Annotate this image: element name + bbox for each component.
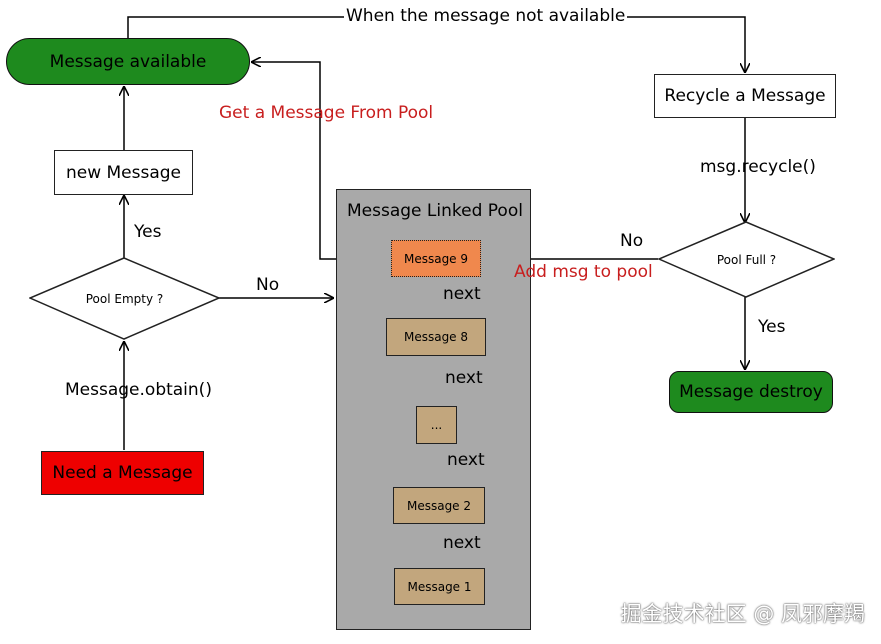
yes-right-label: Yes [758, 317, 786, 337]
not-available-label: When the message not available [344, 6, 628, 26]
message-available-node: Message available [6, 38, 250, 85]
pool-empty-label: Pool Empty ? [85, 291, 164, 306]
next-label-4: next [443, 533, 481, 553]
next-label-3: next [447, 450, 485, 470]
get-from-pool-label: Get a Message From Pool [219, 103, 434, 123]
obtain-label: Message.obtain() [65, 380, 212, 400]
no-right-label: No [620, 231, 644, 251]
message-destroy-node: Message destroy [669, 371, 833, 413]
watermark: 掘金技术社区 @ 凤邪摩羯 [620, 602, 865, 626]
no-left-label: No [256, 275, 280, 295]
pool-node-message-8: Message 8 [386, 318, 486, 356]
add-to-pool-label: Add msg to pool [514, 262, 653, 282]
recycle-message-node: Recycle a Message [654, 74, 836, 118]
recycle-call-label: msg.recycle() [700, 157, 816, 177]
pool-node-ellipsis: ... [416, 406, 457, 444]
next-label-2: next [445, 368, 483, 388]
pool-full-diamond [658, 221, 835, 298]
yes-left-label: Yes [134, 222, 162, 242]
pool-empty-diamond [29, 257, 220, 340]
pool-node-message-1: Message 1 [394, 568, 485, 605]
pool-title: Message Linked Pool [347, 201, 523, 221]
need-message-node: Need a Message [41, 451, 204, 495]
pool-full-label: Pool Full ? [716, 252, 777, 267]
pool-node-message-9: Message 9 [391, 240, 481, 277]
next-label-1: next [443, 284, 481, 304]
new-message-node: new Message [54, 150, 193, 195]
pool-node-message-2: Message 2 [393, 487, 485, 524]
